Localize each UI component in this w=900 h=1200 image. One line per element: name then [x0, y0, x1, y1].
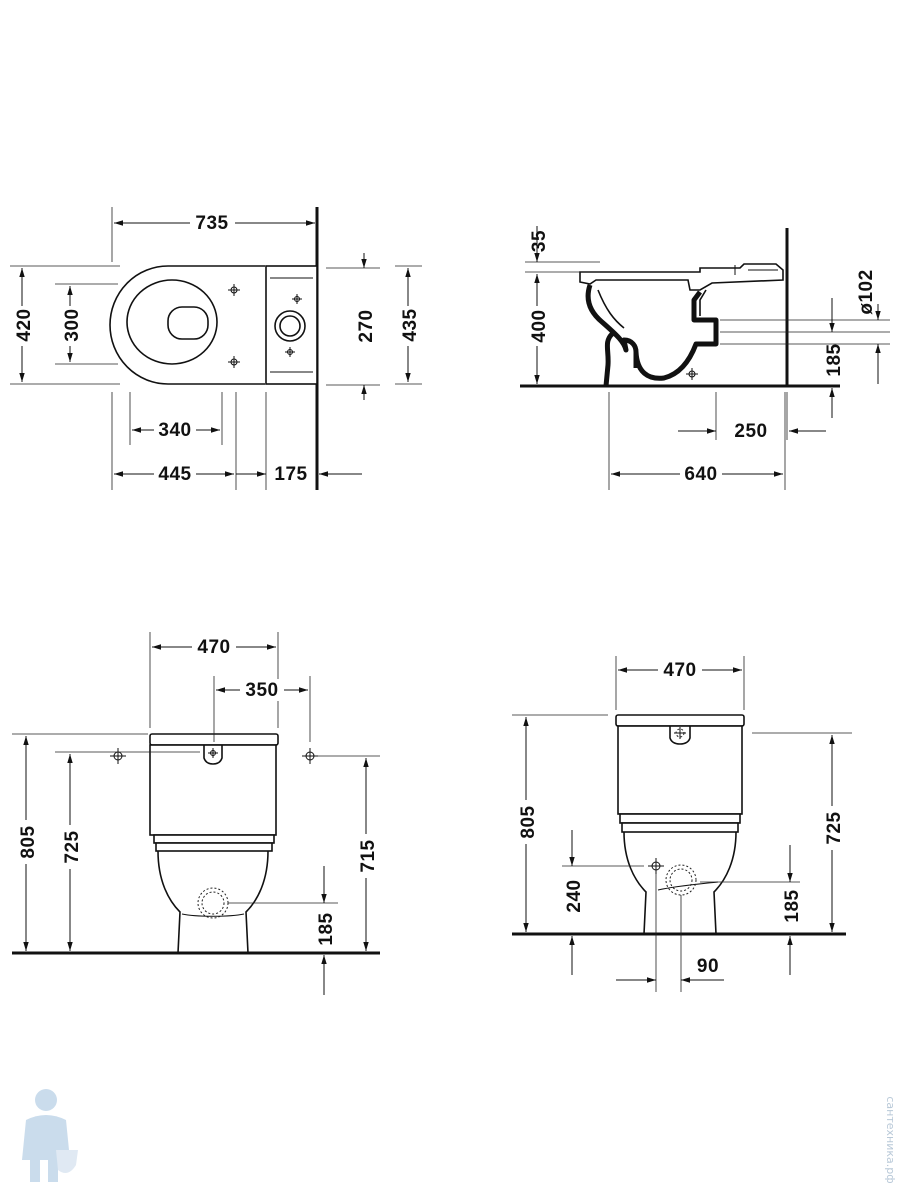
dim-side-bowl-height: 400 [529, 309, 550, 342]
rear-tank [617, 725, 743, 815]
front-seat-band-2 [155, 842, 273, 852]
side-trapway [633, 290, 719, 381]
rear-seat-band-1 [619, 813, 741, 824]
dim-side-outlet-offset: 250 [734, 421, 767, 442]
dim-front-tank-height: 725 [62, 830, 83, 863]
watermark-text: сантехника.рф [884, 1096, 897, 1183]
side-bowl-front [585, 284, 639, 368]
dim-front-fix-spacing: 350 [245, 680, 278, 701]
side-seat-rim [579, 263, 784, 291]
front-tank [149, 744, 277, 836]
dim-plan-tank-depth: 175 [274, 464, 307, 485]
dim-rear-total-height: 805 [518, 805, 539, 838]
dim-rear-outlet-offset: 90 [697, 956, 719, 977]
dim-plan-bowl-length: 445 [158, 464, 191, 485]
dim-plan-seat-width: 300 [62, 308, 83, 341]
side-view: 35 400 ø102 185 250 640 [520, 226, 890, 490]
dim-front-total-height: 805 [18, 825, 39, 858]
rear-inlet-recess [669, 726, 691, 745]
front-fixing-mark-right [302, 748, 318, 764]
plan-flush-valve-circle [274, 310, 306, 342]
plan-seat-opening [126, 279, 218, 365]
dim-rear-width: 470 [663, 660, 696, 681]
dim-rear-tank-height: 725 [824, 811, 845, 844]
dim-side-outlet-height: 185 [824, 343, 845, 376]
front-view: 470 350 805 725 715 185 [12, 632, 380, 995]
dim-side-base-length: 640 [684, 464, 717, 485]
rear-seat-band-2 [621, 822, 739, 833]
dim-front-outlet-height: 185 [316, 912, 337, 945]
rear-outlet-circle [665, 864, 697, 896]
plan-fixing-mark-4 [285, 347, 295, 357]
dim-plan-tank-width: 270 [356, 309, 377, 342]
plumber-mascot-icon [22, 1089, 78, 1182]
dim-side-outlet-dia: ø102 [856, 269, 877, 314]
dim-front-width: 470 [197, 637, 230, 658]
plan-bowl-outline [109, 265, 265, 385]
dim-plan-fix-center: 340 [158, 420, 191, 441]
dim-rear-inlet-height: 240 [564, 879, 585, 912]
dim-plan-overall-length: 735 [195, 213, 228, 234]
plan-fixing-mark-3 [292, 294, 302, 304]
plan-fixing-mark-2 [228, 356, 240, 368]
plan-fixing-mark-1 [228, 284, 240, 296]
dim-plan-wall-width: 435 [400, 308, 421, 341]
side-fixing-mark [686, 368, 698, 380]
dim-front-fix-height: 715 [358, 839, 379, 872]
front-fixing-mark-left [110, 748, 126, 764]
rear-inlet-mark [648, 858, 664, 874]
plan-bowl-hole [167, 306, 209, 340]
dim-side-seat-thickness: 35 [529, 230, 550, 252]
dim-rear-outlet-height: 185 [782, 889, 803, 922]
front-flush-button [203, 745, 223, 765]
plan-tank [265, 265, 318, 385]
front-bowl [157, 850, 269, 954]
dim-plan-bowl-width: 420 [14, 308, 35, 341]
plan-view: 735 420 300 270 435 340 [10, 207, 422, 490]
rear-bowl [623, 831, 737, 935]
rear-tank-lid [615, 714, 745, 727]
rear-view: 470 805 725 240 185 90 [512, 656, 852, 992]
front-seat-band-1 [153, 834, 275, 844]
